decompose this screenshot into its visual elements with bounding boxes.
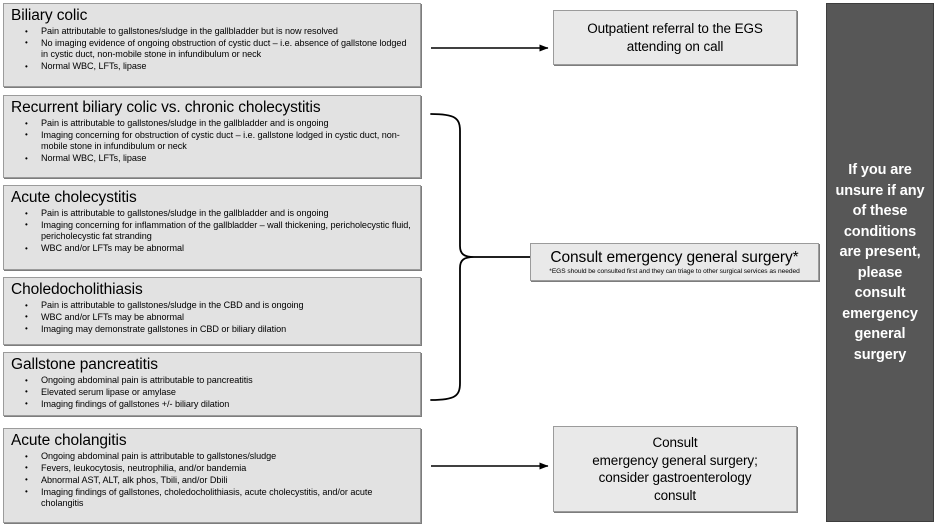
sidebar-callout-text: If you are unsure if any of these condit… [835,162,925,363]
outcome-text: Consult emergency general surgery; consi… [592,435,758,503]
condition-title: Gallstone pancreatitis [11,356,158,373]
condition-title: Biliary colic [11,7,88,24]
bullet-item: Elevated serum lipase or amylase [11,386,415,398]
brace-conditions-to-consult-egs [430,113,531,401]
condition-bullet-list: Pain is attributable to gallstones/sludg… [11,207,415,255]
bullet-item: Pain is attributable to gallstones/sludg… [11,117,415,129]
condition-bullet-list: Pain attributable to gallstones/sludge i… [11,25,415,73]
condition-box-recurrent-biliary-colic[interactable]: Recurrent biliary colic vs. chronic chol… [3,95,421,178]
bullet-item: WBC and/or LFTs may be abnormal [11,243,415,255]
bullet-item: WBC and/or LFTs may be abnormal [11,311,415,323]
condition-bullet-list: Pain is attributable to gallstones/sludg… [11,299,415,335]
condition-bullet-list: Pain is attributable to gallstones/sludg… [11,117,415,165]
bullet-item: Abnormal AST, ALT, alk phos, Tbili, and/… [11,474,415,486]
condition-bullet-list: Ongoing abdominal pain is attributable t… [11,374,415,410]
outcome-text: Consult emergency general surgery* [550,249,799,266]
condition-box-choledocholithiasis[interactable]: Choledocholithiasis Pain is attributable… [3,277,421,345]
outcome-box-consult-egs[interactable]: Consult emergency general surgery* *EGS … [530,243,819,281]
condition-box-gallstone-pancreatitis[interactable]: Gallstone pancreatitis Ongoing abdominal… [3,352,421,416]
condition-bullet-list: Ongoing abdominal pain is attributable t… [11,450,415,510]
condition-box-biliary-colic[interactable]: Biliary colic Pain attributable to galls… [3,3,421,87]
bullet-item: Imaging may demonstrate gallstones in CB… [11,323,415,335]
bullet-item: Pain is attributable to gallstones/sludg… [11,207,415,219]
bullet-item: Normal WBC, LFTs, lipase [11,153,415,165]
outcome-box-consult-egs-and-gi[interactable]: Consult emergency general surgery; consi… [553,426,797,512]
bullet-item: Ongoing abdominal pain is attributable t… [11,374,415,386]
outcome-text: Outpatient referral to the EGS attending… [587,21,763,54]
bullet-item: Ongoing abdominal pain is attributable t… [11,450,415,462]
condition-title: Recurrent biliary colic vs. chronic chol… [11,99,321,116]
bullet-item: Imaging concerning for inflammation of t… [11,219,415,243]
condition-title: Choledocholithiasis [11,281,143,298]
condition-box-acute-cholangitis[interactable]: Acute cholangitis Ongoing abdominal pain… [3,428,421,523]
condition-title: Acute cholecystitis [11,189,137,206]
outcome-footnote: *EGS should be consulted first and they … [549,268,800,275]
bullet-item: Fevers, leukocytosis, neutrophilia, and/… [11,462,415,474]
condition-box-acute-cholecystitis[interactable]: Acute cholecystitis Pain is attributable… [3,185,421,270]
bullet-item: No imaging evidence of ongoing obstructi… [11,37,415,61]
bullet-item: Pain attributable to gallstones/sludge i… [11,25,415,37]
sidebar-callout-unsure: If you are unsure if any of these condit… [826,3,934,522]
bullet-item: Pain is attributable to gallstones/sludg… [11,299,415,311]
bullet-item: Imaging concerning for obstruction of cy… [11,129,415,153]
bullet-item: Imaging findings of gallstones +/- bilia… [11,398,415,410]
bullet-item: Normal WBC, LFTs, lipase [11,61,415,73]
condition-title: Acute cholangitis [11,432,127,449]
outcome-box-outpatient-referral[interactable]: Outpatient referral to the EGS attending… [553,10,797,65]
bullet-item: Imaging findings of gallstones, choledoc… [11,486,415,510]
